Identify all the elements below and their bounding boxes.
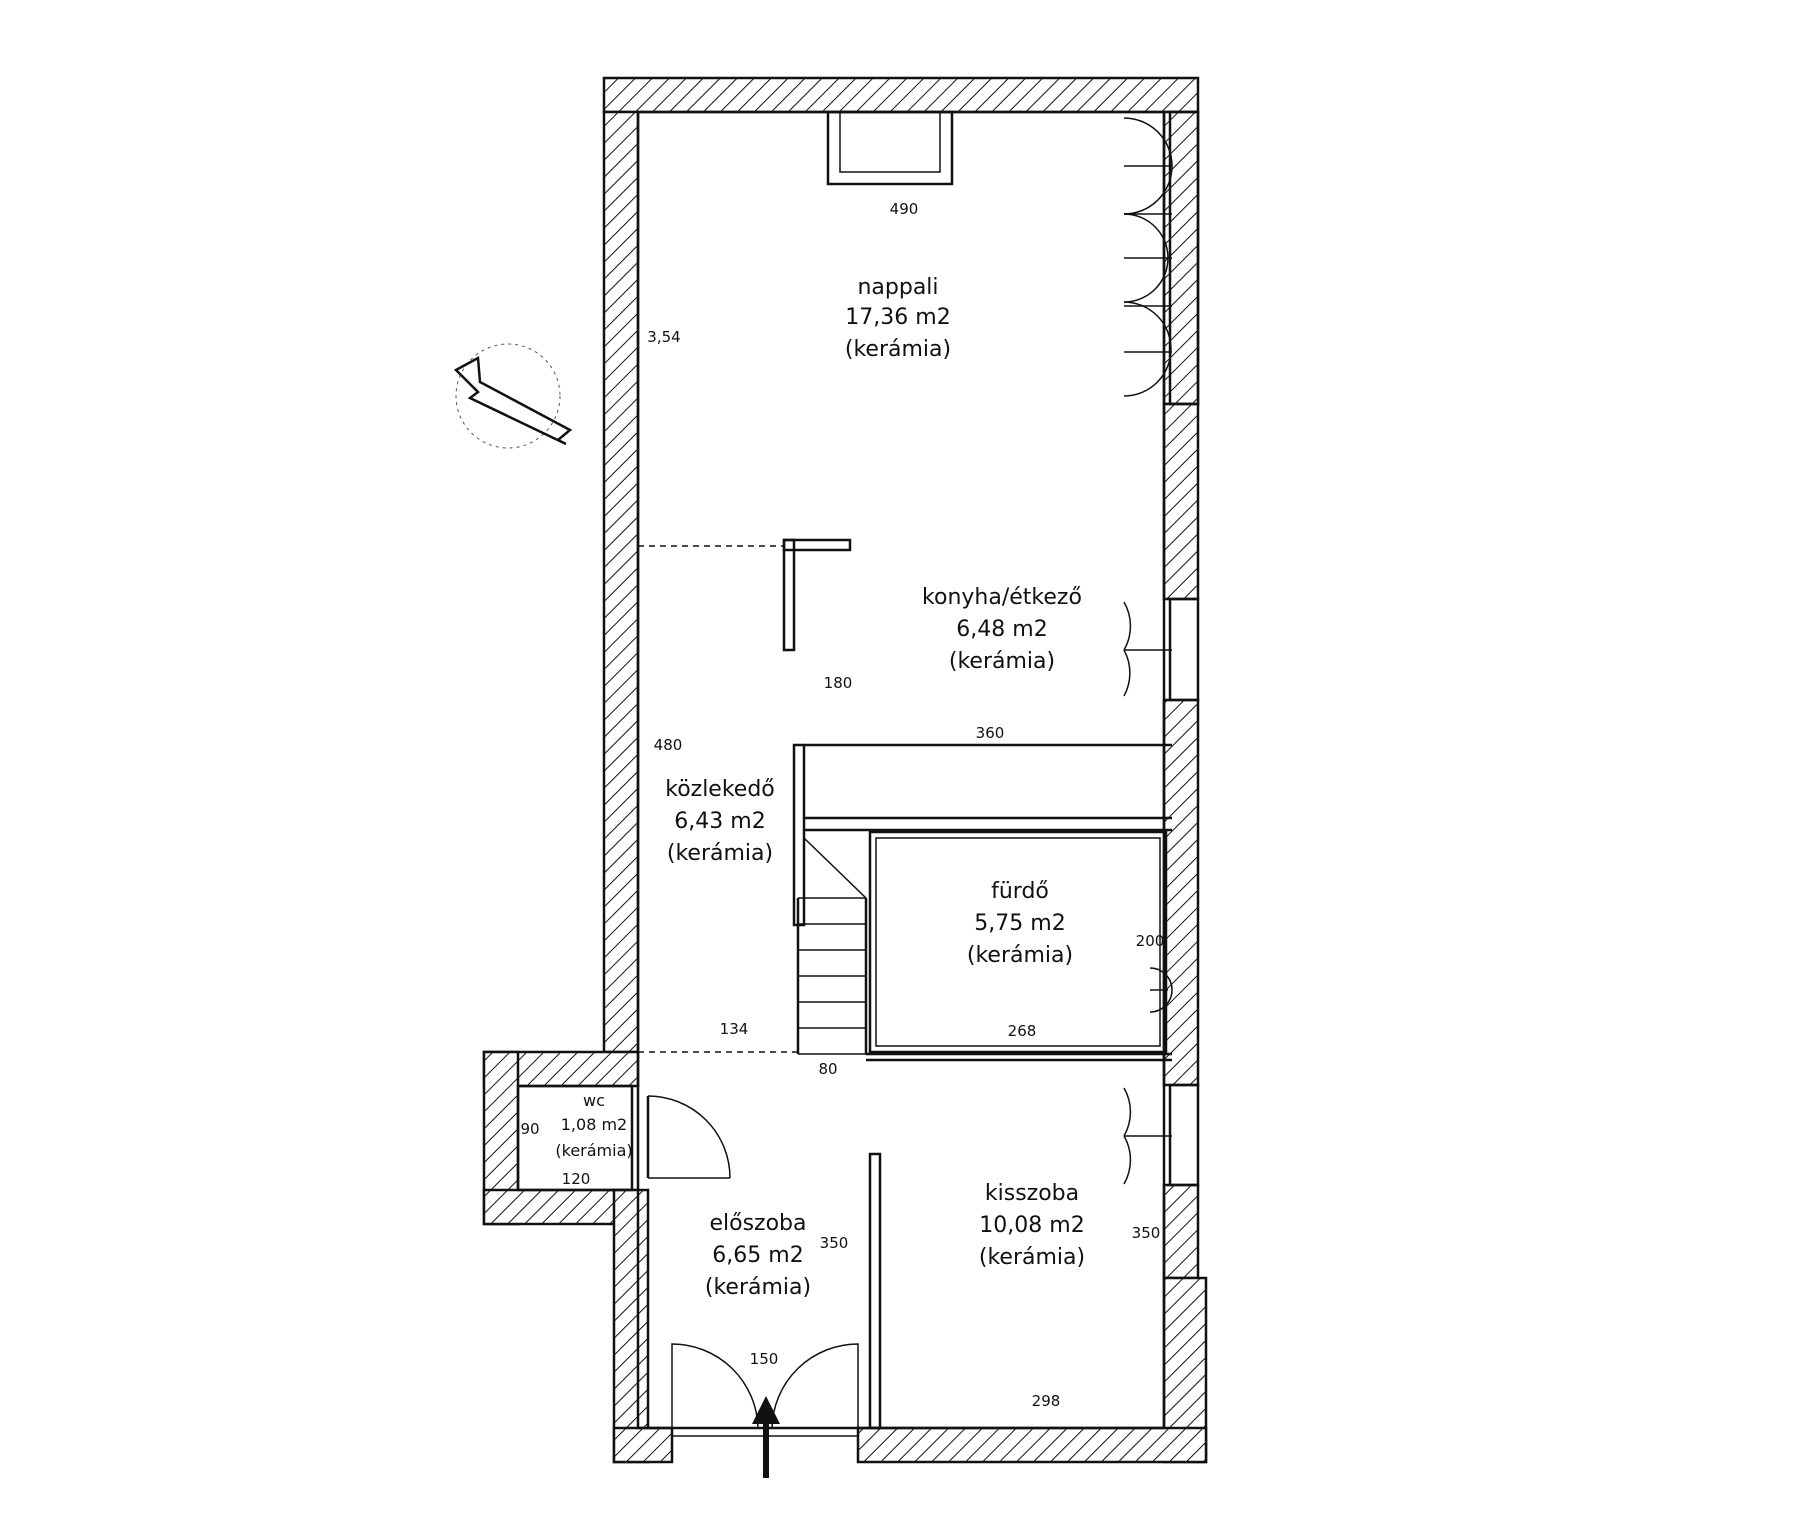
room-floor: (kerámia)	[667, 841, 773, 866]
dimension-label: 3,54	[647, 328, 680, 346]
room-name: közlekedő	[665, 777, 775, 802]
room-label-furdo: fürdő 5,75 m2 (kerámia)	[967, 879, 1073, 968]
room-name: kisszoba	[985, 1181, 1079, 1206]
room-floor: (kerámia)	[845, 337, 951, 362]
room-floor: (kerámia)	[555, 1141, 632, 1160]
room-floor: (kerámia)	[949, 649, 1055, 674]
interior-walls	[516, 110, 1172, 1437]
dimension-label: 200	[1136, 932, 1165, 950]
room-label-kisszoba: kisszoba 10,08 m2 (kerámia)	[979, 1181, 1085, 1270]
room-area: 5,75 m2	[974, 911, 1065, 936]
dimension-labels: 490 3,54 180 360 480 200 134 268 80 90 1…	[520, 200, 1164, 1410]
room-floor: (kerámia)	[979, 1245, 1085, 1270]
room-name: nappali	[857, 275, 938, 300]
dimension-label: 480	[654, 736, 683, 754]
room-area: 6,65 m2	[712, 1243, 803, 1268]
room-area: 17,36 m2	[845, 305, 950, 330]
room-name: előszoba	[709, 1211, 806, 1236]
room-floor: (kerámia)	[967, 943, 1073, 968]
dimension-label: 134	[720, 1020, 749, 1038]
room-label-nappali: nappali 17,36 m2 (kerámia)	[845, 275, 951, 362]
dimension-label: 180	[824, 674, 853, 692]
dimension-label: 360	[976, 724, 1005, 742]
dimension-label: 350	[1132, 1224, 1161, 1242]
entrance-arrow-icon	[752, 1396, 780, 1478]
dimension-label: 350	[820, 1234, 849, 1252]
room-floor: (kerámia)	[705, 1275, 811, 1300]
room-label-kozlekedo: közlekedő 6,43 m2 (kerámia)	[665, 777, 775, 866]
room-label-wc: wc 1,08 m2 (kerámia)	[555, 1091, 632, 1160]
dimension-label: 80	[818, 1060, 837, 1078]
dimension-label: 120	[562, 1170, 591, 1188]
outer-walls	[482, 76, 1208, 1464]
windows	[1123, 110, 1200, 1187]
dimension-label: 90	[520, 1120, 539, 1138]
room-area: 1,08 m2	[561, 1115, 627, 1134]
dimension-label: 268	[1008, 1022, 1037, 1040]
room-label-konyha: konyha/étkező 6,48 m2 (kerámia)	[922, 585, 1082, 674]
room-name: fürdő	[991, 879, 1049, 904]
room-name: wc	[583, 1091, 605, 1110]
room-name: konyha/étkező	[922, 585, 1082, 610]
north-arrow-icon	[453, 343, 573, 449]
dimension-label: 298	[1032, 1392, 1061, 1410]
room-area: 6,48 m2	[956, 617, 1047, 642]
dimension-label: 150	[750, 1350, 779, 1368]
room-area: 10,08 m2	[979, 1213, 1084, 1238]
dimension-label: 490	[890, 200, 919, 218]
room-area: 6,43 m2	[674, 809, 765, 834]
room-label-eloszoba: előszoba 6,65 m2 (kerámia)	[705, 1211, 811, 1300]
